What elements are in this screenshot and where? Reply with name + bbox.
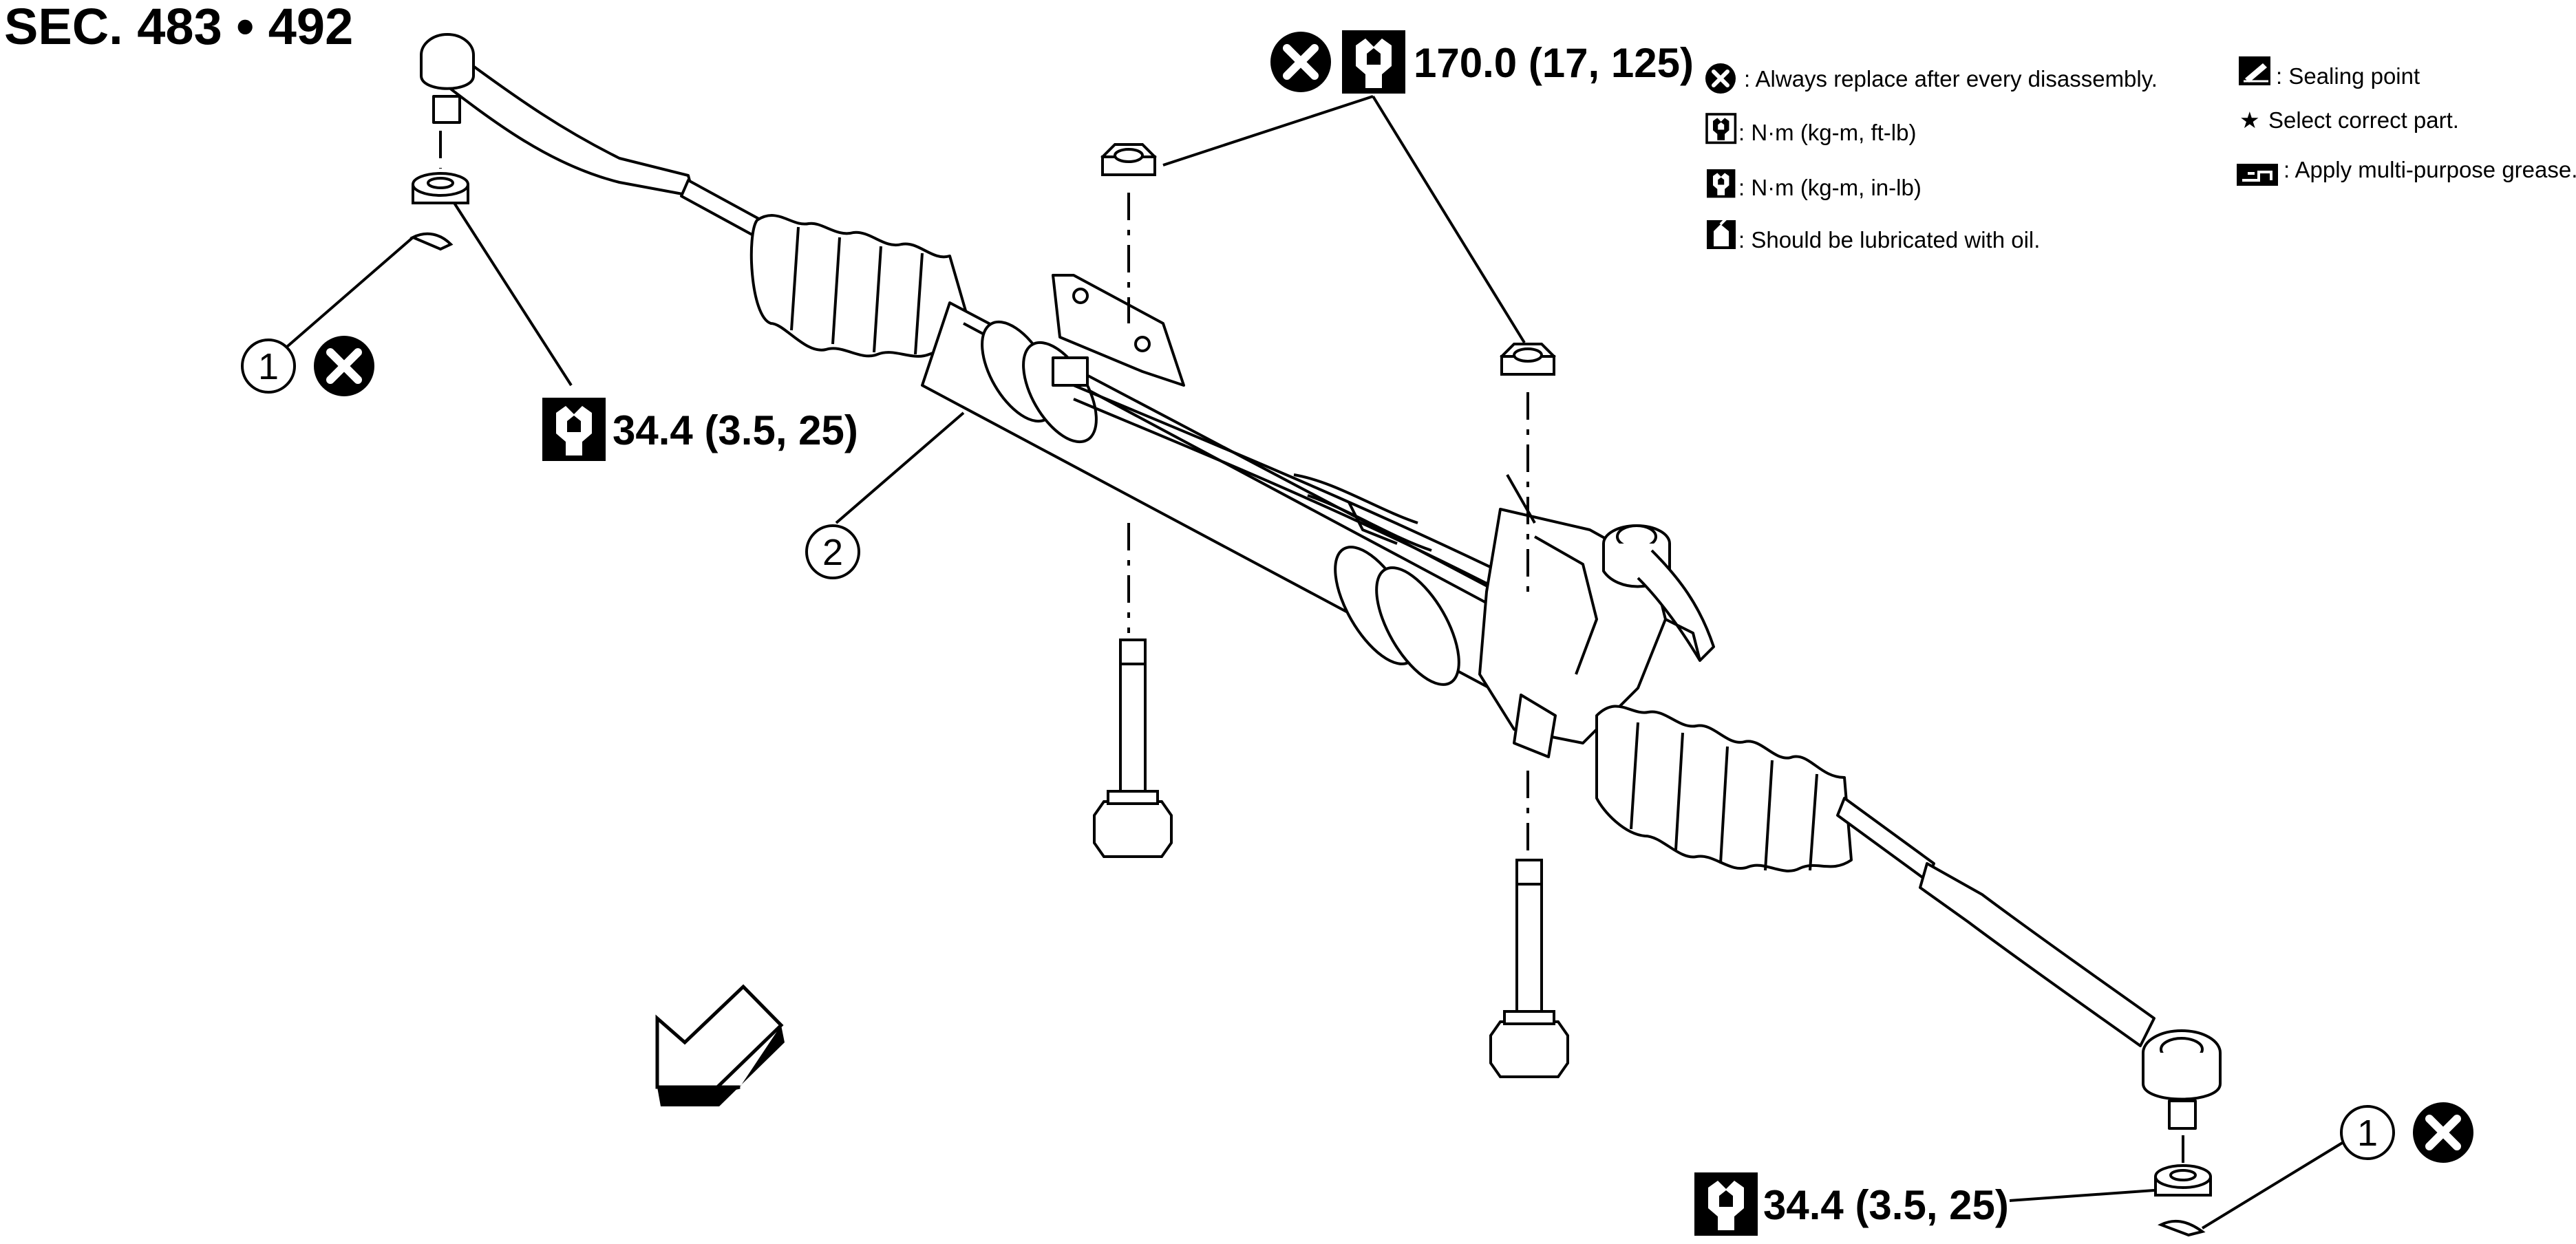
replace-part-icon xyxy=(1270,32,1331,92)
mounting-bracket xyxy=(1052,274,1185,387)
svg-text:: Always replace after every d: : Always replace after every disassembly… xyxy=(1744,66,2158,92)
part-callout-1-left: 1 xyxy=(241,336,374,396)
svg-text:: Apply multi-purpose grease.: : Apply multi-purpose grease. xyxy=(2284,157,2576,182)
left-inner-rod xyxy=(680,179,765,239)
leader-lines xyxy=(281,95,2345,1230)
legend-item-torque-ft-lb: : N·m (kg-m, ft-lb) xyxy=(1705,113,1916,145)
svg-text:Select correct part.: Select correct part. xyxy=(2268,107,2459,133)
star-icon: ★ xyxy=(2239,107,2260,133)
left-outer-tie-rod xyxy=(420,33,695,197)
legend-item-torque-in-lb: : N·m (kg-m, in-lb) xyxy=(1707,169,1922,200)
front-direction-arrow-icon xyxy=(655,984,785,1106)
castle-nut-right xyxy=(2154,1164,2212,1197)
torque-value-top: 170.0 (17, 125) xyxy=(1414,40,1694,86)
alignment-lines xyxy=(439,131,2184,1170)
section-title: SEC. 483 • 492 xyxy=(4,0,353,55)
flange-nut-left xyxy=(1101,143,1156,176)
replace-part-icon xyxy=(314,336,374,396)
mounting-bolt-left xyxy=(1093,639,1173,858)
torque-icon xyxy=(1342,30,1405,94)
part-number: 1 xyxy=(258,346,279,387)
mounting-bolt-right xyxy=(1489,859,1569,1078)
torque-icon xyxy=(1694,1172,1758,1236)
legend-item-sealing-point: : Sealing point xyxy=(2239,56,2420,89)
hydraulic-lines xyxy=(1073,384,1570,621)
castle-nut-left xyxy=(412,172,469,204)
right-boot xyxy=(1595,705,1853,872)
torque-value-bottom-right: 34.4 (3.5, 25) xyxy=(1763,1182,2009,1228)
cotter-pin-left xyxy=(409,232,454,251)
replace-part-icon xyxy=(2413,1102,2473,1163)
pinion-valve-housing xyxy=(1478,474,1715,758)
torque-callout-left: 34.4 (3.5, 25) xyxy=(542,398,858,461)
svg-text:: N·m (kg-m, ft-lb): : N·m (kg-m, ft-lb) xyxy=(1738,120,1916,145)
right-outer-tie-rod xyxy=(1919,862,2222,1130)
torque-callout-top: 170.0 (17, 125) xyxy=(1270,30,1694,94)
part-callout-2: 2 xyxy=(805,524,860,579)
grease-gun-icon xyxy=(2237,164,2278,186)
oil-can-icon xyxy=(1707,217,1736,249)
flange-nut-right xyxy=(1500,343,1555,376)
steering-gear-assembly xyxy=(420,33,2222,1130)
circle-x-icon xyxy=(1705,63,1736,94)
part-number: 1 xyxy=(2357,1113,2378,1154)
torque-icon xyxy=(542,398,606,461)
legend: : Always replace after every disassembly… xyxy=(1705,56,2576,253)
legend-item-lubricate-oil: : Should be lubricated with oil. xyxy=(1707,217,2040,253)
svg-text:: N·m (kg-m, in-lb): : N·m (kg-m, in-lb) xyxy=(1738,175,1922,200)
wrench-socket-icon xyxy=(1705,113,1737,144)
legend-item-grease: : Apply multi-purpose grease. xyxy=(2237,157,2576,186)
right-inner-rod xyxy=(1836,797,1935,882)
part-number: 2 xyxy=(822,532,843,573)
cotter-pin-right xyxy=(2157,1219,2206,1237)
legend-item-select-part: ★ Select correct part. xyxy=(2239,107,2459,133)
part-callout-1-right: 1 xyxy=(2340,1102,2473,1163)
torque-value-left: 34.4 (3.5, 25) xyxy=(613,407,858,453)
svg-text:: Should be lubricated with oi: : Should be lubricated with oil. xyxy=(1738,227,2040,253)
wrench-socket-filled-icon xyxy=(1707,169,1736,198)
torque-callout-bottom-right: 34.4 (3.5, 25) xyxy=(1694,1172,2009,1236)
svg-text:: Sealing point: : Sealing point xyxy=(2276,63,2420,89)
sealing-brush-icon xyxy=(2239,56,2270,85)
rack-housing-tube xyxy=(921,301,1577,714)
fasteners xyxy=(409,131,2212,1237)
legend-item-replace: : Always replace after every disassembly… xyxy=(1705,63,2158,94)
